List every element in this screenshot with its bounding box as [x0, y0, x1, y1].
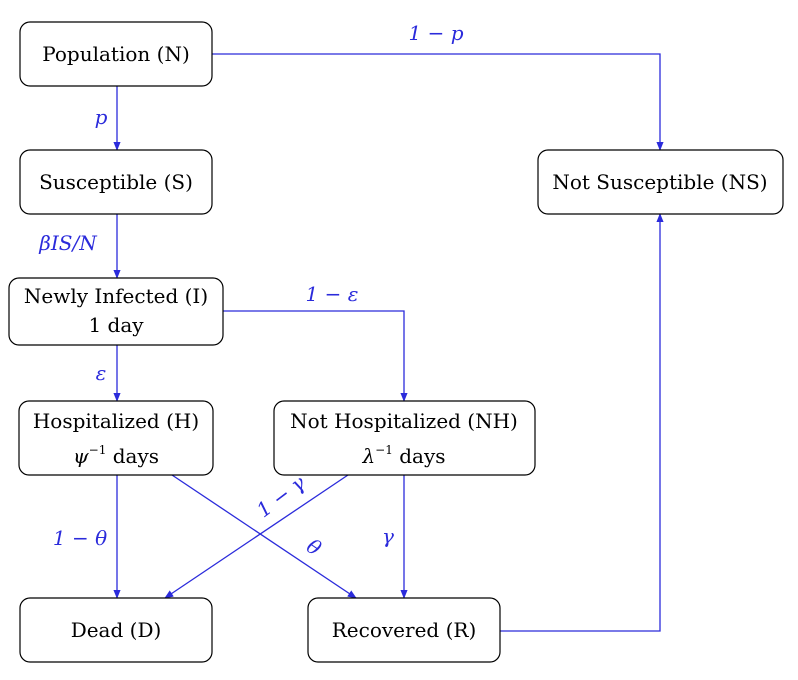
node-hospitalized: Hospitalized (H) ψ−1 days: [18, 400, 214, 476]
edge-hospitalized-to-recovered: [171, 474, 357, 599]
label-one-minus-epsilon: 1 − ε: [306, 282, 359, 306]
edge-recovered-to-not-susceptible: [500, 213, 664, 632]
node-susceptible-label: Susceptible (S): [39, 170, 193, 194]
node-dead: Dead (D): [19, 597, 213, 663]
node-infected: Newly Infected (I) 1 day: [8, 277, 224, 346]
node-infected-sublabel: 1 day: [88, 313, 144, 337]
node-population: Population (N): [19, 21, 213, 87]
edge-not-hospitalized-to-dead: [164, 474, 349, 599]
label-p: p: [95, 105, 108, 129]
node-infected-label: Newly Infected (I): [24, 284, 208, 308]
node-not-susceptible-label: Not Susceptible (NS): [552, 170, 767, 194]
label-one-minus-theta: 1 − θ: [53, 526, 107, 550]
edge-population-to-not-susceptible: [212, 53, 664, 151]
node-not-susceptible: Not Susceptible (NS): [537, 149, 784, 215]
edge-infected-to-not-hospitalized: [223, 310, 408, 402]
node-susceptible: Susceptible (S): [19, 149, 213, 215]
node-recovered-label: Recovered (R): [332, 618, 477, 642]
node-not-hospitalized: Not Hospitalized (NH) λ−1 days: [273, 400, 536, 476]
label-theta: θ: [302, 534, 325, 561]
node-dead-label: Dead (D): [71, 618, 162, 642]
node-not-hospitalized-label: Not Hospitalized (NH): [290, 409, 518, 433]
label-epsilon: ε: [96, 361, 107, 385]
edges: [113, 53, 664, 632]
node-hospitalized-label: Hospitalized (H): [33, 409, 199, 433]
node-population-label: Population (N): [42, 42, 190, 66]
label-one-minus-p: 1 − p: [409, 21, 464, 45]
label-one-minus-gamma: 1 − γ: [252, 471, 310, 523]
label-gamma: γ: [382, 524, 394, 548]
node-hospitalized-sublabel: ψ−1 days: [73, 443, 159, 468]
node-not-hospitalized-sublabel: λ−1 days: [361, 443, 445, 468]
label-beta-is-n: βIS/N: [38, 231, 98, 255]
node-recovered: Recovered (R): [307, 597, 501, 663]
